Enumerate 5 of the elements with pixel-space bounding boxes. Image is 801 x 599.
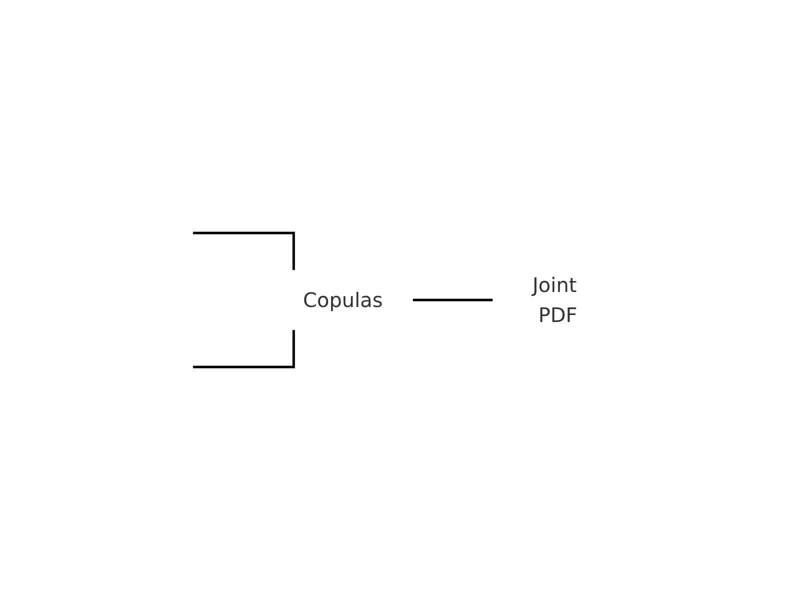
connector [192,231,295,270]
connector [192,330,295,368]
node-text: Joint PDF [532,272,577,326]
node-text: Copulas [302,288,382,312]
connector [412,298,494,301]
